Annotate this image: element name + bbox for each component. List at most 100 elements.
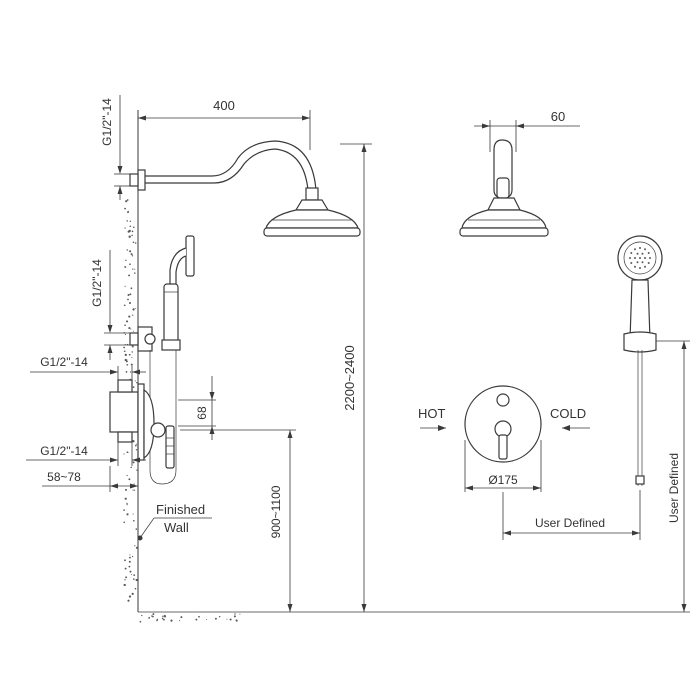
floor-speck: [152, 613, 155, 616]
dimension-top-connection: G1/2"-14: [100, 95, 130, 200]
wall-speck: [124, 353, 127, 357]
wall-speck: [129, 554, 131, 556]
wall-speck: [133, 483, 135, 485]
nozzle-dot: [634, 265, 636, 268]
wall-speck: [125, 320, 129, 323]
label-user-defined-horizontal: User Defined: [535, 516, 605, 530]
wall-speck: [127, 210, 129, 212]
wall-speck: [124, 227, 126, 229]
floor-speck: [163, 618, 165, 621]
nozzle-dot: [630, 262, 633, 264]
wall-speck: [123, 583, 126, 587]
wall-speck: [134, 545, 136, 547]
wall-speck: [128, 565, 131, 568]
nozzle-dot: [636, 252, 639, 255]
floor-speck: [198, 615, 200, 618]
floor-speck: [180, 616, 183, 619]
wall-speck: [130, 287, 133, 290]
wall-speck: [129, 225, 132, 228]
wall-speck: [134, 380, 136, 382]
wall-speck: [133, 574, 136, 576]
floor-speck: [163, 615, 167, 618]
wall-speck: [132, 330, 134, 332]
wall-speck: [123, 346, 126, 349]
wall-speck: [123, 453, 125, 455]
label-handle-offset: 68: [195, 406, 209, 420]
floor-speck: [162, 615, 164, 618]
label-wall-depth: 58~78: [47, 470, 81, 484]
floor-speck: [236, 620, 238, 622]
wall-speck: [127, 293, 130, 297]
wall-speck: [126, 249, 128, 251]
wall-speck: [132, 440, 135, 443]
nozzle-dot: [641, 261, 644, 264]
wall-speck: [130, 328, 132, 330]
finished-wall-callout: Finished Wall: [137, 502, 212, 541]
wall-speck: [134, 587, 137, 590]
wall-speck: [125, 488, 127, 491]
nozzle-pattern: [629, 247, 651, 269]
floor-speck: [214, 617, 217, 620]
wall-speck: [132, 578, 135, 580]
dimension-mid-connection: G1/2"-14: [90, 250, 130, 360]
nozzle-dot: [647, 252, 650, 254]
wall-speck: [132, 314, 134, 316]
wall-speck: [128, 478, 131, 481]
wall-speck: [131, 356, 133, 359]
floor-speck: [170, 619, 173, 622]
floor-speck: [195, 618, 198, 621]
label-head-height: 2200~2400: [342, 345, 357, 410]
wall-speck: [126, 199, 129, 201]
wall-speck: [128, 274, 131, 277]
wall-speck: [128, 315, 131, 318]
wall-speck: [135, 307, 137, 309]
dimension-valve-connection-lower: G1/2"-14: [26, 442, 146, 466]
wall-speck: [135, 528, 138, 530]
wall-speck: [123, 509, 125, 511]
nozzle-dot: [644, 257, 646, 259]
nozzle-dot: [636, 261, 639, 264]
wall-speck: [129, 293, 132, 296]
dimension-head-height: 2200~2400: [340, 143, 372, 612]
wall-speck: [132, 386, 135, 388]
dimension-arm-length: 400: [138, 98, 311, 150]
label-valve-height: 900~1100: [269, 485, 283, 538]
cold-indicator: COLD: [550, 406, 590, 431]
wall-speck: [128, 595, 132, 598]
wall-speck: [132, 519, 135, 522]
wall-speck: [127, 298, 129, 301]
wall-speck: [135, 546, 138, 549]
wall-speck: [125, 371, 128, 373]
front-view-escutcheon: [464, 385, 542, 463]
nozzle-dot: [641, 252, 644, 255]
wall-speck: [132, 241, 135, 244]
dimension-label-head-width: 60: [551, 109, 565, 124]
wall-speck: [132, 308, 135, 311]
wall-speck: [128, 235, 131, 238]
label-cold: COLD: [550, 406, 586, 421]
wall-speck: [135, 578, 138, 582]
wall-speck: [134, 272, 136, 274]
wall-speck: [125, 576, 128, 579]
wall-speck: [131, 234, 133, 237]
nozzle-dot: [629, 257, 631, 259]
floor-speck: [161, 617, 164, 620]
dimension-wall-depth: 58~78: [42, 466, 139, 492]
wall-speck: [126, 504, 128, 506]
wall-speck: [124, 285, 126, 287]
dimension-head-width: 60: [474, 109, 580, 152]
dimension-escutcheon-diameter: Ø175: [464, 440, 542, 492]
dimension-user-defined-horizontal: User Defined: [502, 490, 641, 540]
label-valve-connection-upper: G1/2"-14: [40, 355, 88, 369]
wall-speck: [127, 599, 130, 602]
wall-speck: [124, 559, 126, 562]
wall-speck: [125, 360, 128, 363]
dimension-handle-offset: 68: [178, 376, 216, 440]
wall-speck: [123, 521, 125, 524]
wall-speck: [126, 451, 129, 454]
floor-speck: [139, 620, 142, 623]
wall-speck: [126, 220, 128, 222]
front-view-hand-shower: [617, 235, 663, 486]
dimension-label-arm-length: 400: [213, 98, 235, 113]
